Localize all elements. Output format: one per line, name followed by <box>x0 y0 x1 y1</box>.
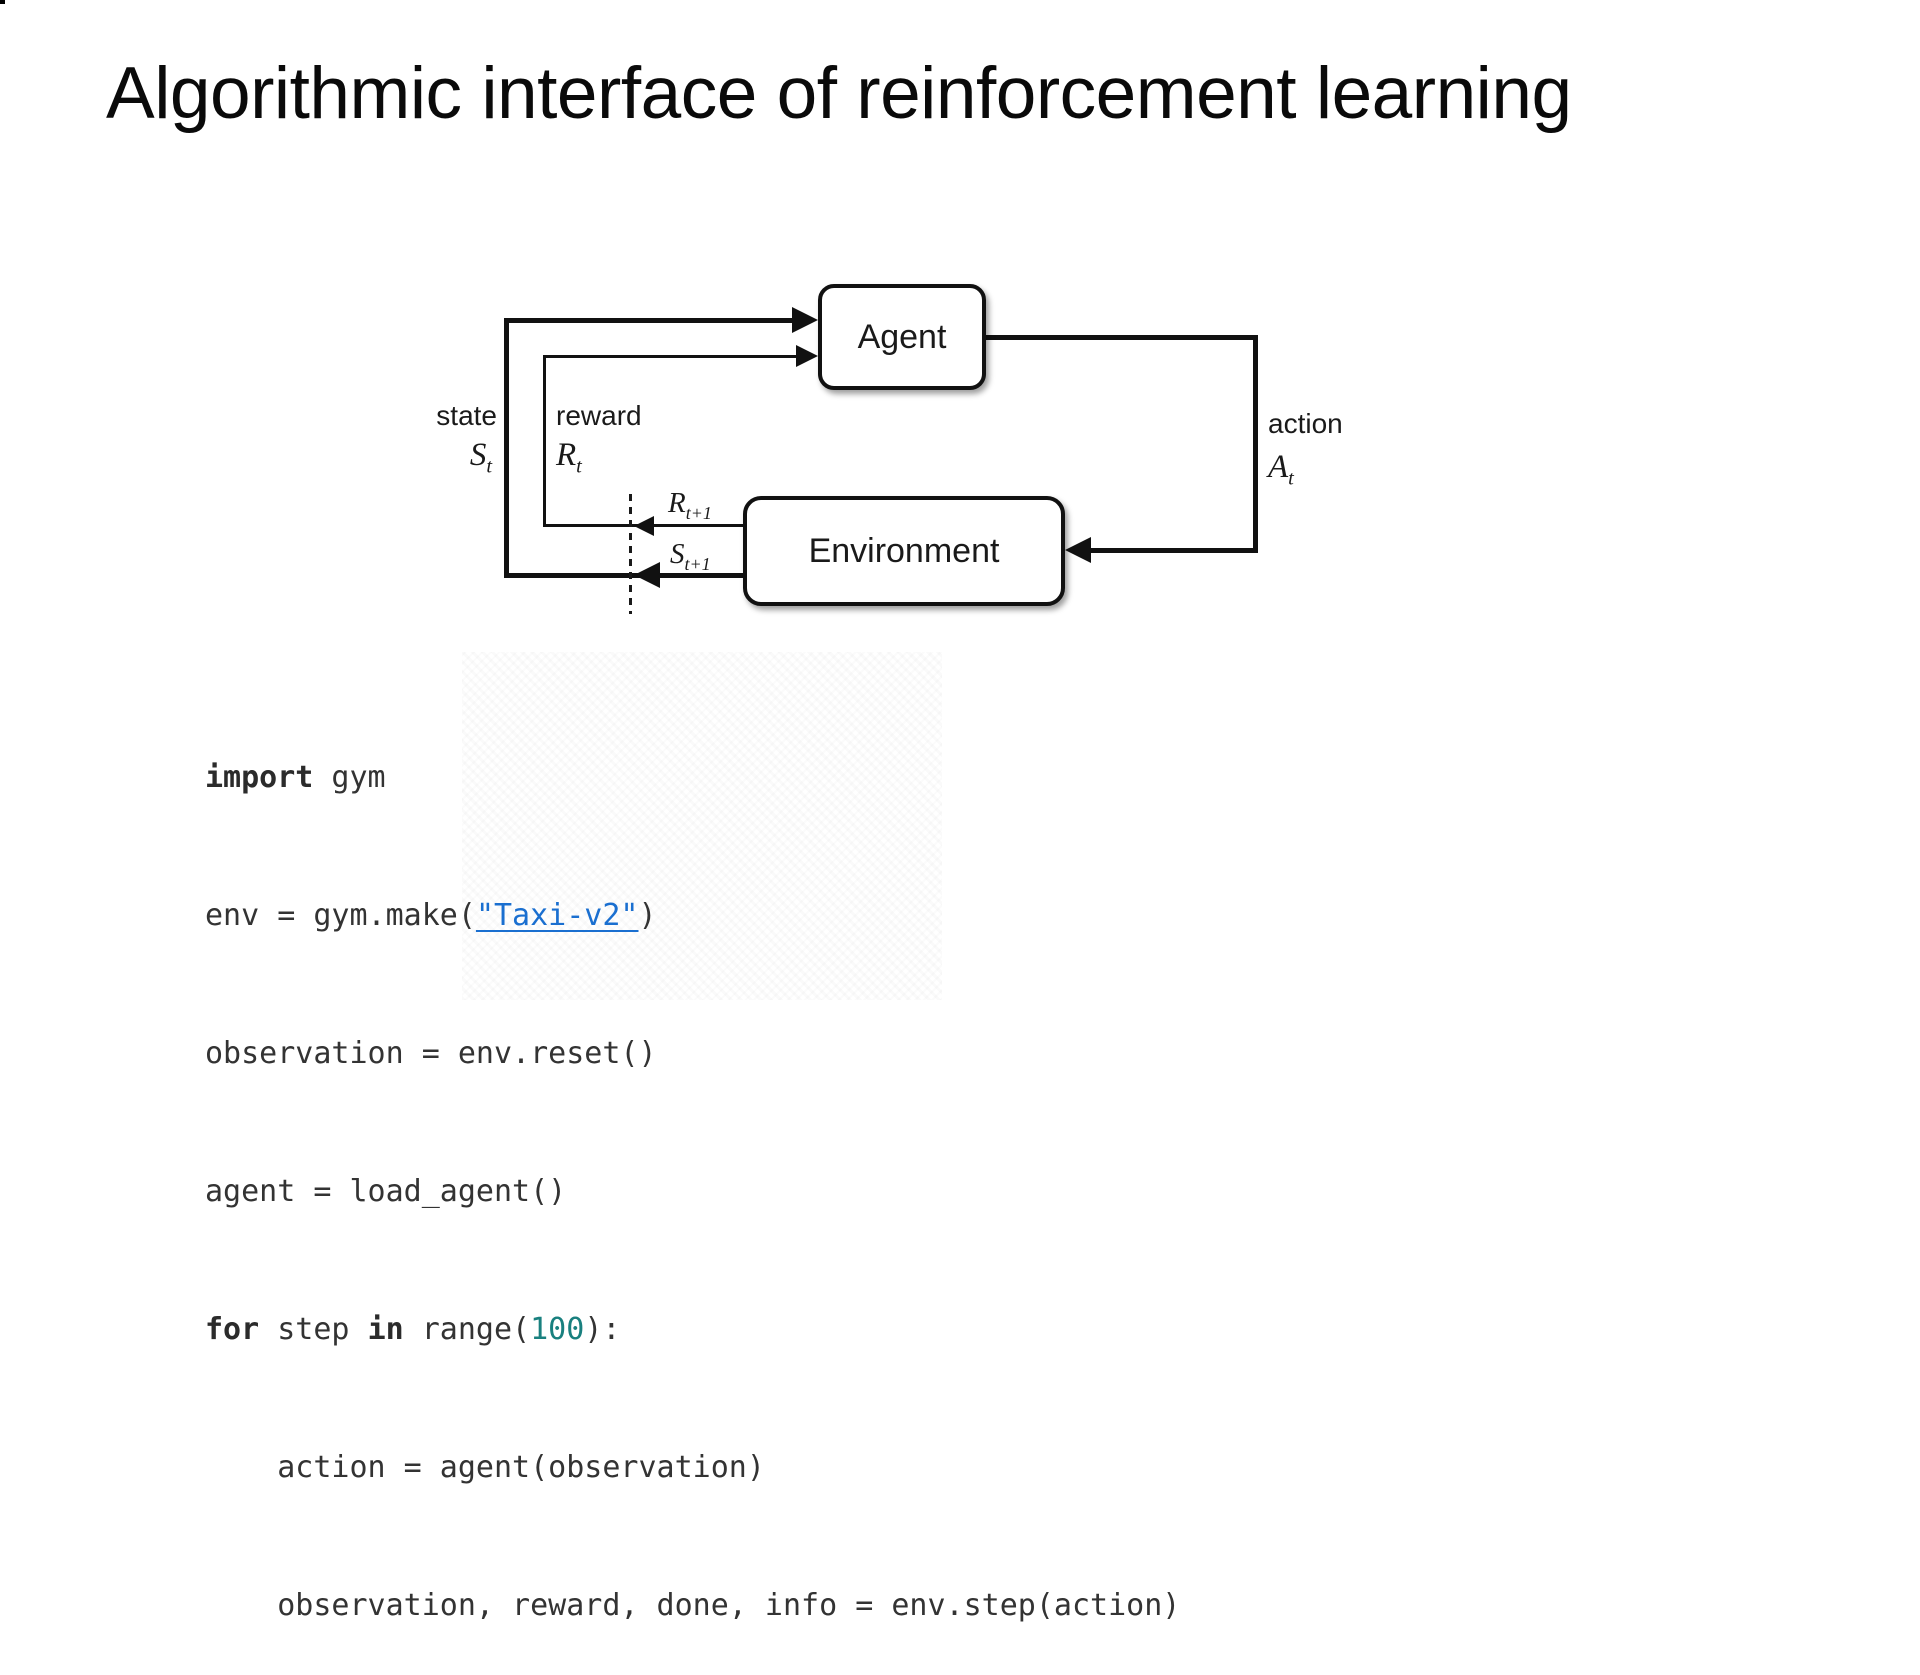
keyword-for: for <box>205 1312 260 1347</box>
action-to-environment-arrowhead-icon <box>1065 537 1091 563</box>
reward-next-symbol: Rt+1 <box>668 487 712 523</box>
code-line-step: observation, reward, done, info = env.st… <box>205 1588 1181 1623</box>
reward-label: reward <box>556 400 642 431</box>
state-label: state <box>436 400 497 431</box>
number-literal: 100 <box>530 1312 585 1347</box>
action-line-top <box>985 335 1258 340</box>
environment-box: Environment <box>743 496 1065 606</box>
agent-box-label: Agent <box>857 317 947 356</box>
action-line-vertical <box>1253 335 1258 553</box>
slide-title: Algorithmic interface of reinforcement l… <box>106 53 1572 134</box>
code-line-for-loop: for step in range(100): <box>205 1312 621 1347</box>
keyword-import: import <box>205 760 314 795</box>
state-next-symbol: St+1 <box>670 538 711 574</box>
reward-symbol: Rt <box>556 437 582 478</box>
state-next-arrowhead-icon <box>634 562 660 588</box>
reward-next-arrowhead-icon <box>634 516 654 536</box>
state-symbol: St <box>469 437 492 478</box>
reward-line-top <box>543 355 796 358</box>
code-block: import gym env = gym.make("Taxi-v2") obs… <box>205 663 1180 1675</box>
agent-box: Agent <box>818 284 986 390</box>
keyword-in: in <box>367 1312 404 1347</box>
reward-line-vertical <box>543 355 546 527</box>
state-next-line <box>504 573 743 578</box>
code-line-action: action = agent(observation) <box>205 1450 765 1485</box>
timestep-dashed-line <box>629 494 632 614</box>
rl-loop-diagram: Agent Environment state St reward Rt Rt+… <box>436 284 1343 614</box>
taxi-v2-link[interactable]: "Taxi-v2" <box>475 898 639 933</box>
state-to-agent-arrowhead-icon <box>792 307 818 333</box>
code-line-load-agent: agent = load_agent() <box>205 1174 567 1209</box>
state-line-vertical <box>504 318 509 578</box>
environment-box-label: Environment <box>808 531 1000 570</box>
action-line-bottom <box>1091 548 1253 553</box>
reward-to-agent-arrowhead-icon <box>796 345 818 367</box>
action-label: action <box>1268 408 1343 439</box>
state-line-top <box>504 318 796 323</box>
action-symbol: At <box>1268 449 1294 490</box>
code-line-reset: observation = env.reset() <box>205 1036 657 1071</box>
code-line-make-env: env = gym.make("Taxi-v2") <box>205 898 657 933</box>
scan-noise-region <box>462 652 942 1000</box>
corner-artifact <box>0 0 5 4</box>
code-line-import: import gym <box>205 760 386 795</box>
